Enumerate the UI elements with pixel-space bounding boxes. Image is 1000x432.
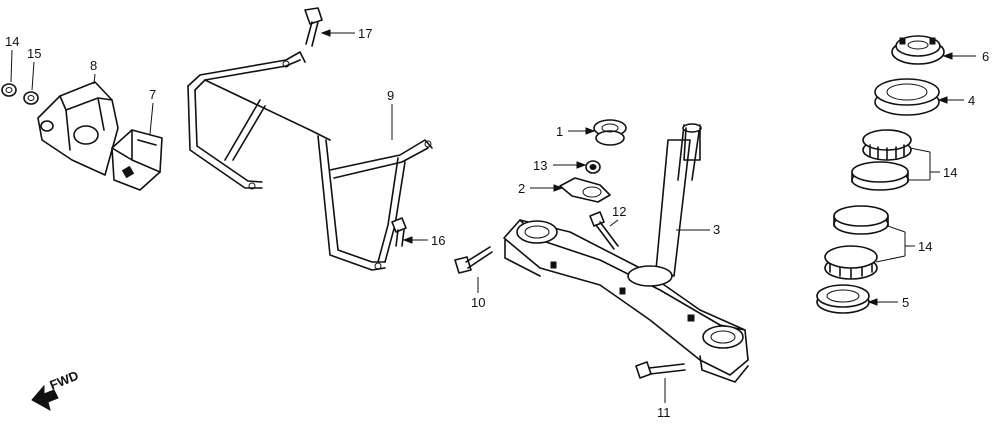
part-2-clamp [559, 177, 611, 203]
part-15-nut [1, 83, 17, 97]
part-10-bolt [454, 246, 493, 274]
part-1-grommet [593, 119, 627, 146]
part-17-bolt [391, 217, 407, 247]
part-18-bolt [304, 7, 323, 47]
part-5-lower-seal [816, 284, 870, 314]
part-12-bolt [589, 211, 619, 250]
callout-4: 4 [968, 93, 975, 108]
callout-7: 7 [149, 87, 156, 102]
callout-14-lower: 14 [918, 239, 932, 254]
callout-5: 5 [902, 295, 909, 310]
callout-3: 3 [713, 222, 720, 237]
callout-2: 2 [518, 181, 525, 196]
part-16-washer [23, 91, 39, 105]
part-8-bracket [37, 81, 119, 176]
callout-12: 12 [612, 204, 626, 219]
callout-14-upper: 14 [943, 165, 957, 180]
callout-8: 8 [90, 58, 97, 73]
part-13-nut [585, 160, 601, 174]
callout-18: 17 [358, 26, 372, 41]
fwd-label: FWD [48, 368, 81, 393]
part-4-dust-seal [874, 78, 940, 116]
callout-16: 15 [27, 46, 41, 61]
callout-6: 6 [982, 49, 989, 64]
callout-1: 1 [556, 124, 563, 139]
callout-11: 11 [657, 405, 671, 420]
part-3-steering-stem [503, 123, 749, 383]
leader-arrowheads [320, 29, 953, 306]
callout-13: 13 [533, 158, 547, 173]
part-14-upper-bearing [851, 129, 912, 191]
part-7-rubber-block [111, 129, 163, 191]
callout-17: 16 [431, 233, 445, 248]
part-9-guard-frame [187, 51, 433, 271]
callout-10: 10 [471, 295, 485, 310]
callout-15: 14 [5, 34, 19, 49]
part-14-lower-bearing [824, 205, 889, 280]
part-6-adjusting-nut [891, 35, 945, 65]
callout-9: 9 [387, 88, 394, 103]
fwd-arrow-icon [31, 384, 59, 411]
part-11-bolt [635, 361, 686, 379]
